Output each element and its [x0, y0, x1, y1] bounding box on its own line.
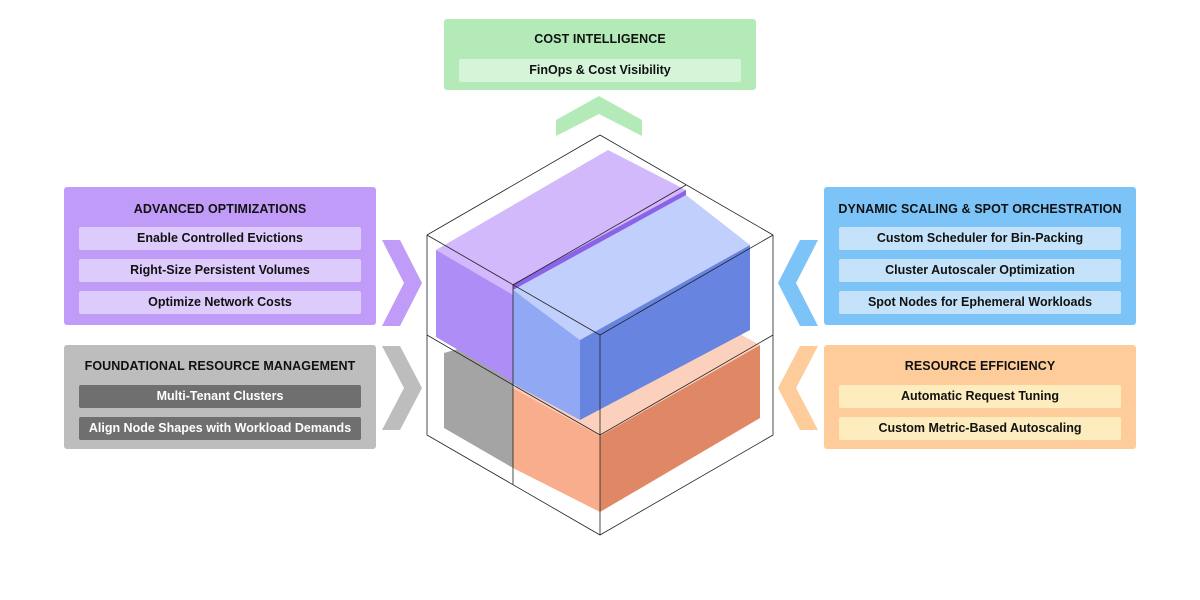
- advanced-optimizations-panel: ADVANCED OPTIMIZATIONS Enable Controlled…: [64, 187, 376, 325]
- spot-nodes-item: Spot Nodes for Ephemeral Workloads: [839, 291, 1121, 314]
- panel-title: DYNAMIC SCALING & SPOT ORCHESTRATION: [838, 202, 1122, 216]
- evictions-item: Enable Controlled Evictions: [79, 227, 361, 250]
- chevron-right-icon: [382, 346, 422, 430]
- network-costs-item: Optimize Network Costs: [79, 291, 361, 314]
- panel-title: ADVANCED OPTIMIZATIONS: [133, 202, 307, 216]
- bin-packing-item: Custom Scheduler for Bin-Packing: [839, 227, 1121, 250]
- resource-efficiency-panel: RESOURCE EFFICIENCY Automatic Request Tu…: [824, 345, 1136, 449]
- cost-intelligence-panel: COST INTELLIGENCE FinOps & Cost Visibili…: [444, 19, 756, 90]
- panel-title: RESOURCE EFFICIENCY: [904, 359, 1056, 373]
- persistent-volumes-item: Right-Size Persistent Volumes: [79, 259, 361, 282]
- foundational-panel: FOUNDATIONAL RESOURCE MANAGEMENT Multi-T…: [64, 345, 376, 449]
- cube-wireframe: [426, 134, 774, 536]
- chevron-left-icon: [778, 346, 818, 430]
- multi-tenant-item: Multi-Tenant Clusters: [79, 385, 361, 408]
- metric-autoscaling-item: Custom Metric-Based Autoscaling: [839, 417, 1121, 440]
- blue-block: [513, 195, 750, 420]
- finops-item: FinOps & Cost Visibility: [459, 59, 741, 82]
- autoscaler-item: Cluster Autoscaler Optimization: [839, 259, 1121, 282]
- chevron-up-icon: [556, 96, 642, 136]
- panel-title: COST INTELLIGENCE: [534, 32, 666, 46]
- chevron-right-icon: [382, 240, 422, 326]
- dynamic-scaling-panel: DYNAMIC SCALING & SPOT ORCHESTRATION Cus…: [824, 187, 1136, 325]
- node-shapes-item: Align Node Shapes with Workload Demands: [79, 417, 361, 440]
- request-tuning-item: Automatic Request Tuning: [839, 385, 1121, 408]
- chevron-left-icon: [778, 240, 818, 326]
- panel-title: FOUNDATIONAL RESOURCE MANAGEMENT: [84, 359, 356, 373]
